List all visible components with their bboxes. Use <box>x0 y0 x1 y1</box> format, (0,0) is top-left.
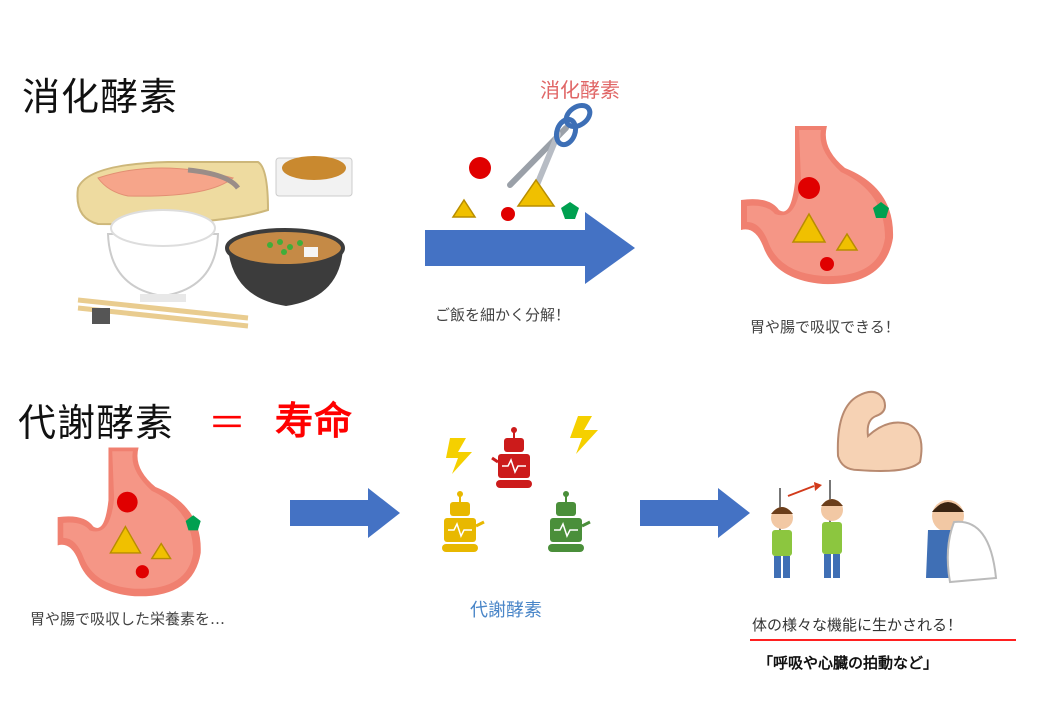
stomach-illustration-2 <box>57 447 201 597</box>
equals-sign: ＝ <box>208 401 248 445</box>
meal-illustration <box>76 156 353 329</box>
enzyme-robots-illustration <box>442 416 598 552</box>
arrow-caption-1: ご飯を細かく分解！ <box>435 306 571 324</box>
process-arrow-1 <box>425 212 635 284</box>
scissors-label: 消化酵素 <box>540 78 620 102</box>
body-note: 「呼吸や心臓の拍動など」 <box>758 654 939 672</box>
body-caption: 体の様々な機能に生かされる！ <box>752 616 963 634</box>
process-arrow-3 <box>640 488 750 538</box>
stomach-illustration-1 <box>741 126 894 285</box>
nutrients-split <box>451 157 579 221</box>
stomach-caption-1: 胃や腸で吸収できる！ <box>750 318 900 336</box>
section1-title: 消化酵素 <box>22 75 179 119</box>
robots-label: 代謝酵素 <box>470 600 542 621</box>
section2-title: 代謝酵素 <box>18 401 175 445</box>
stomach-caption-2: 胃や腸で吸収した栄養素を… <box>30 610 226 628</box>
lifespan-label: 寿命 <box>275 399 354 443</box>
process-arrow-2 <box>290 488 400 538</box>
body-functions-illustration <box>771 390 998 584</box>
body-caption-underline <box>750 639 1016 641</box>
